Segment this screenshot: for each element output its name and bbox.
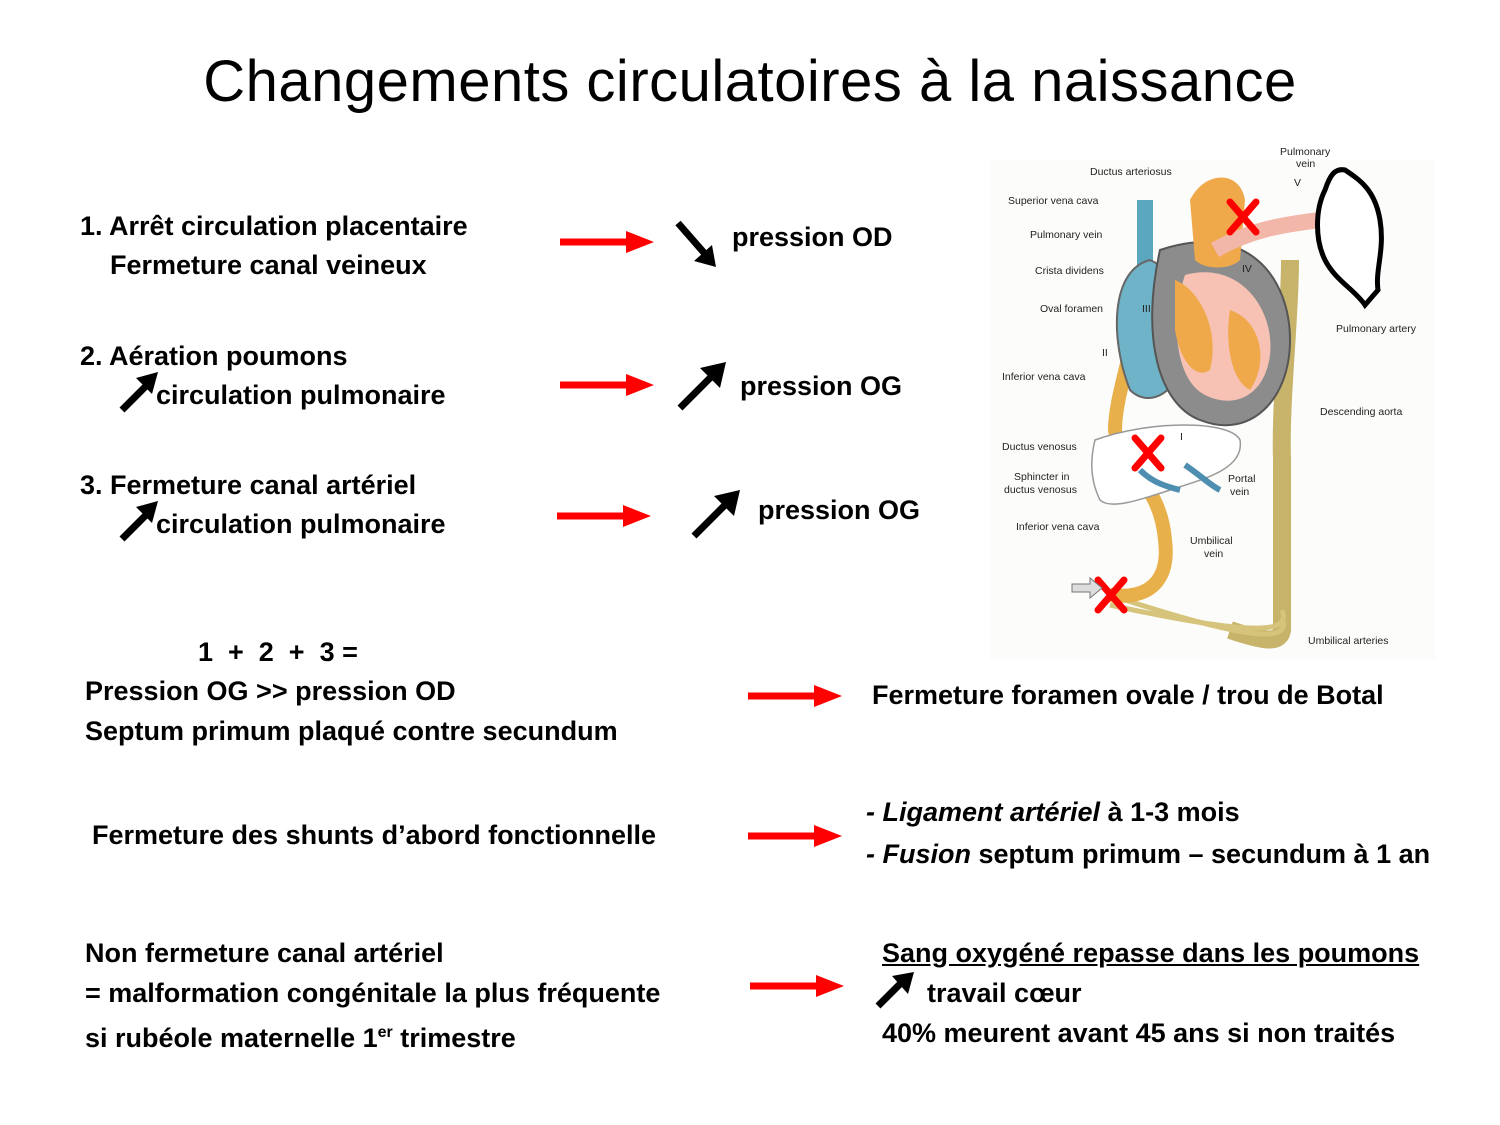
label-i: I [1180, 431, 1183, 443]
label-oval-foramen: Oval foramen [1040, 303, 1103, 315]
label-pulmonary-vein: Pulmonary vein [1030, 229, 1103, 241]
shunts-result-2: - Fusion septum primum – secundum à 1 an [866, 839, 1431, 869]
red-arrow-5 [748, 825, 842, 847]
item-1-result: pression OD [732, 222, 893, 252]
label-sphincter-2: ductus venosus [1004, 484, 1077, 496]
label-pulmonary-vein-top2: vein [1296, 158, 1315, 170]
label-iii: III [1142, 303, 1151, 315]
slide-title: Changements circulatoires à la naissance [203, 49, 1297, 114]
arrow-up-icon [119, 501, 158, 542]
red-arrow-4 [748, 685, 842, 707]
label-ductus-venosus: Ductus venosus [1002, 441, 1077, 453]
label-superior-vena-cava: Superior vena cava [1008, 195, 1099, 207]
label-pulmonary-artery: Pulmonary artery [1336, 323, 1417, 335]
item-1-line-2: Fermeture canal veineux [110, 250, 427, 280]
label-ductus-arteriosus: Ductus arteriosus [1090, 166, 1172, 178]
label-inferior-vena-cava-2: Inferior vena cava [1016, 521, 1100, 533]
label-crista-dividens: Crista dividens [1035, 265, 1104, 277]
summary-line-2: Septum primum plaqué contre secundum [85, 716, 618, 746]
item-2-line-1: 2. Aération poumons [80, 341, 348, 371]
label-umbilical-1: Umbilical [1190, 535, 1233, 547]
item-3-line-1: 3. Fermeture canal artériel [80, 470, 417, 500]
label-portal-2: vein [1230, 486, 1249, 498]
shunts-result-1: - Ligament artériel à 1-3 mois [866, 797, 1240, 827]
label-pulmonary-vein-top: Pulmonary [1280, 146, 1331, 158]
summary-line-1: Pression OG >> pression OD [85, 676, 456, 706]
red-arrow-1 [560, 231, 654, 253]
shunts-text: Fermeture des shunts d’abord fonctionnel… [92, 820, 657, 850]
nonclosure-result-2: travail cœur [927, 978, 1082, 1008]
arrow-up-icon [677, 362, 726, 411]
label-v: V [1294, 177, 1301, 189]
item-3-line-2: circulation pulmonaire [156, 509, 446, 539]
label-ii: II [1102, 347, 1108, 359]
label-descending-aorta: Descending aorta [1320, 406, 1402, 418]
nonclosure-line-2: = malformation congénitale la plus fréqu… [85, 978, 661, 1008]
item-1-line-1: 1. Arrêt circulation placentaire [80, 211, 468, 241]
summary-sum: 1 + 2 + 3 = [198, 637, 358, 667]
label-umbilical-2: vein [1204, 548, 1223, 560]
summary-result: Fermeture foramen ovale / trou de Botal [872, 680, 1384, 710]
red-arrow-6 [750, 975, 844, 997]
arrow-up-icon [119, 372, 158, 413]
nonclosure-line-3: si rubéole maternelle 1er trimestre [85, 1023, 516, 1053]
label-portal-1: Portal [1228, 473, 1255, 485]
red-arrow-2 [560, 374, 654, 396]
item-3-result: pression OG [758, 495, 921, 525]
arrow-up-icon [875, 972, 914, 1009]
nonclosure-result-3: 40% meurent avant 45 ans si non traités [882, 1018, 1396, 1048]
red-arrow-3 [557, 505, 651, 527]
item-2-line-2: circulation pulmonaire [156, 380, 446, 410]
label-inferior-vena-cava: Inferior vena cava [1002, 371, 1086, 383]
nonclosure-result-1: Sang oxygéné repasse dans les poumons [882, 938, 1420, 968]
arrow-up-icon [691, 490, 740, 539]
nonclosure-line-1: Non fermeture canal artériel [85, 938, 444, 968]
arrow-down-icon [675, 220, 716, 267]
item-2-result: pression OG [740, 371, 903, 401]
label-sphincter-1: Sphincter in [1014, 471, 1070, 483]
label-umbilical-arteries: Umbilical arteries [1308, 635, 1389, 647]
label-iv: IV [1242, 263, 1252, 275]
fetal-circulation-diagram: Pulmonary vein Ductus arteriosus V Super… [990, 146, 1435, 660]
